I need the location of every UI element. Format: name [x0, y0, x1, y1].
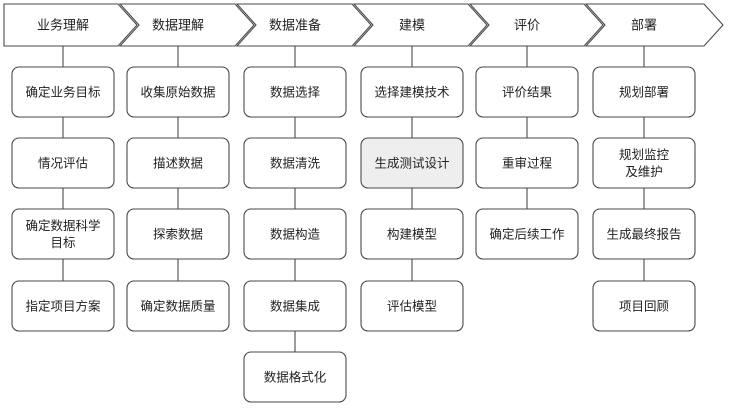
task-node: 规划部署 [592, 66, 696, 118]
task-node: 情况评估 [11, 137, 115, 189]
task-label: 指定项目方案 [25, 299, 101, 314]
task-node: 规划监控及维护 [592, 137, 696, 189]
task-node: 评价结果 [475, 66, 579, 118]
task-label: 数据选择 [270, 85, 321, 100]
task-box [475, 208, 579, 260]
task-node: 数据清洗 [243, 137, 347, 189]
task-label: 项目回顾 [619, 299, 669, 314]
phase-label: 数据理解 [152, 19, 204, 34]
phase-label: 建模 [399, 19, 425, 34]
task-box [126, 280, 230, 332]
task-box [360, 280, 464, 332]
phase-label: 部署 [631, 19, 657, 34]
task-box [592, 137, 696, 189]
task-label: 构建模型 [387, 227, 437, 242]
phase-arrow: 部署 [584, 3, 724, 47]
task-label: 确定业务目标 [25, 85, 100, 100]
task-box [11, 208, 115, 260]
task-node: 数据选择 [243, 66, 347, 118]
task-label: 确定后续工作 [489, 227, 565, 242]
phase-label: 业务理解 [37, 18, 89, 34]
task-node: 描述数据 [126, 137, 230, 189]
task-label: 规划监控及维护 [619, 147, 670, 179]
task-label: 情况评估 [38, 156, 88, 171]
task-label: 生成测试设计 [374, 156, 449, 171]
task-label: 收集原始数据 [140, 85, 215, 100]
task-node: 生成最终报告 [592, 208, 696, 260]
task-label: 确定数据科学目标 [25, 218, 100, 250]
task-label: 数据集成 [270, 299, 320, 314]
task-label: 描述数据 [153, 156, 203, 171]
task-node: 生成测试设计 [360, 137, 464, 189]
phase-arrow: 建模 [352, 3, 488, 47]
phase-arrow: 数据准备 [235, 3, 372, 47]
task-node: 重审过程 [475, 137, 579, 189]
phase-arrow-shape [468, 3, 604, 47]
task-node: 数据构造 [243, 208, 347, 260]
phase-arrow-shape [235, 3, 372, 47]
phase-arrow-row: 业务理解 数据理解 数据准备 建模 评价 部署 [3, 3, 724, 47]
task-label: 评估模型 [387, 299, 437, 314]
task-node: 项目回顾 [592, 280, 696, 332]
task-label: 选择建模技术 [374, 85, 450, 100]
task-columns: 确定业务目标情况评估确定数据科学目标指定项目方案收集原始数据描述数据探索数据确定… [11, 46, 696, 403]
phase-arrow-shape [584, 3, 724, 47]
task-label: 生成最终报告 [606, 227, 681, 242]
phase-label: 评价 [514, 19, 540, 34]
task-label: 数据清洗 [270, 156, 321, 171]
task-box [243, 351, 347, 403]
task-node: 构建模型 [360, 208, 464, 260]
task-node: 指定项目方案 [11, 280, 115, 332]
task-node: 确定数据科学目标 [11, 208, 115, 260]
task-node: 选择建模技术 [360, 66, 464, 118]
task-label: 重审过程 [502, 156, 553, 171]
task-node: 评估模型 [360, 280, 464, 332]
task-node: 探索数据 [126, 208, 230, 260]
phase-arrow: 数据理解 [118, 3, 255, 47]
phase-arrow: 业务理解 [3, 3, 138, 47]
task-box [592, 280, 696, 332]
task-node: 确定后续工作 [475, 208, 579, 260]
task-node: 收集原始数据 [126, 66, 230, 118]
task-label: 规划部署 [619, 85, 669, 100]
task-node: 确定数据质量 [126, 280, 230, 332]
task-label: 评价结果 [502, 85, 553, 100]
task-node: 确定业务目标 [11, 66, 115, 118]
task-box [11, 280, 115, 332]
phase-arrow-shape [3, 3, 138, 47]
phase-arrow-shape [352, 3, 488, 47]
task-label: 探索数据 [153, 227, 203, 242]
task-node: 数据格式化 [243, 351, 347, 403]
task-label: 数据格式化 [264, 370, 327, 385]
task-label: 确定数据质量 [140, 299, 215, 314]
phase-arrow: 评价 [468, 3, 604, 47]
phase-label: 数据准备 [269, 18, 321, 34]
task-node: 数据集成 [243, 280, 347, 332]
task-label: 数据构造 [270, 227, 321, 242]
phase-arrow-shape [118, 3, 255, 47]
